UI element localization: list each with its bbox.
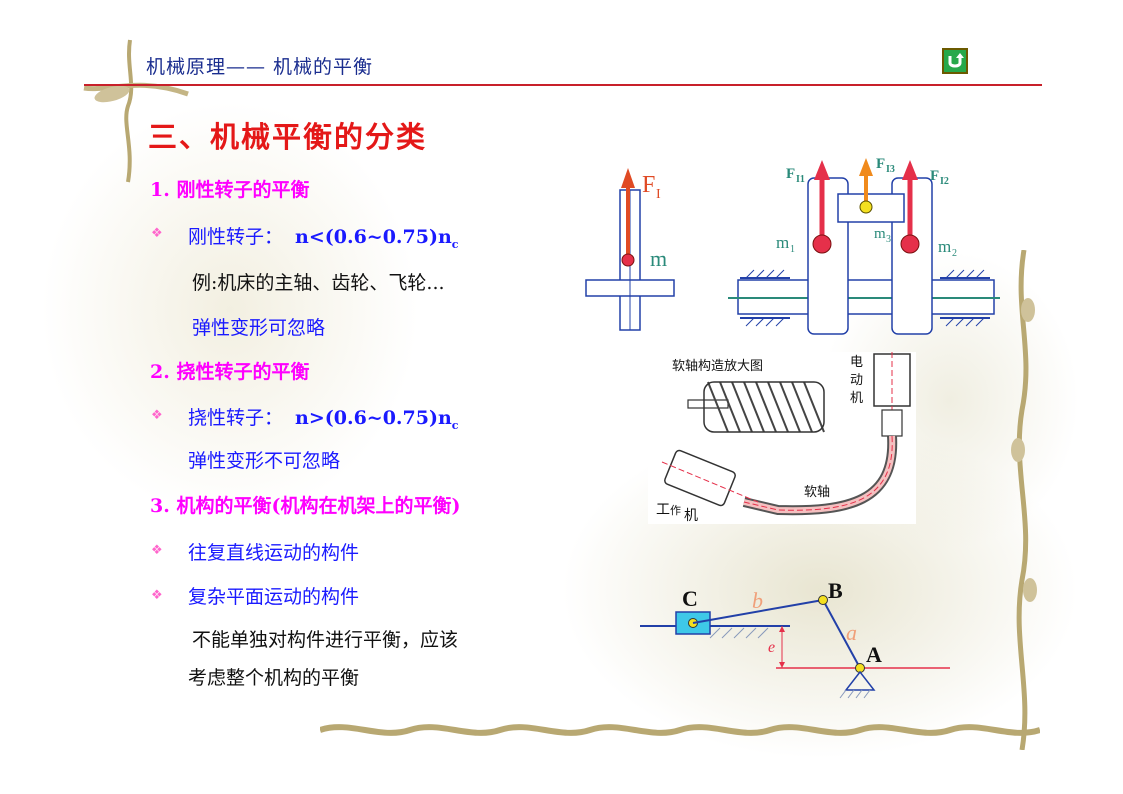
item-flexible-rotor-def: 挠性转子：n>(0.6~0.75)nc bbox=[188, 407, 459, 432]
bullet-icon: ❖ bbox=[151, 543, 163, 558]
vine-bottom-icon bbox=[320, 724, 1040, 736]
bullet-icon: ❖ bbox=[151, 408, 163, 423]
single-rotor-figure: F I m bbox=[585, 168, 675, 331]
f1-label: F bbox=[786, 166, 795, 182]
return-button[interactable] bbox=[942, 48, 968, 74]
m1-label: m bbox=[776, 233, 789, 252]
item-reciprocating: 往复直线运动的构件 bbox=[188, 542, 360, 564]
motor-label-2: 动 bbox=[850, 373, 863, 388]
m3-sub: 3 bbox=[886, 234, 891, 245]
item-flexible-rotor-heading: 2. 挠性转子的平衡 bbox=[150, 361, 310, 383]
f3-label: F bbox=[876, 156, 885, 172]
point-b-label: B bbox=[828, 578, 843, 603]
single-force-label: F bbox=[642, 172, 655, 198]
m2-label: m bbox=[938, 237, 951, 256]
bullet-icon: ❖ bbox=[151, 226, 163, 241]
work-label-3: 机 bbox=[684, 508, 698, 524]
m1-sub: 1 bbox=[790, 244, 795, 255]
f2-label: F bbox=[930, 168, 939, 184]
bg-floral-2 bbox=[40, 100, 420, 520]
motor-label-1: 电 bbox=[850, 355, 863, 370]
m3-label: m bbox=[874, 226, 886, 242]
item-rigid-deform: 弹性变形可忽略 bbox=[192, 317, 326, 339]
vine-left-icon bbox=[83, 39, 189, 183]
vine-right-icon bbox=[1011, 250, 1037, 750]
header-title: 机械原理—— 机械的平衡 bbox=[146, 56, 374, 78]
item-planar-motion: 复杂平面运动的构件 bbox=[188, 586, 360, 608]
single-force-sub: I bbox=[656, 187, 661, 202]
item-rigid-rotor-def: 刚性转子：n<(0.6~0.75)nc bbox=[188, 226, 459, 251]
zoom-label: 软轴构造放大图 bbox=[672, 359, 763, 374]
flexible-shaft-figure: 软轴构造放大图 电 动 机 软轴 工 作 机 bbox=[648, 352, 916, 524]
f3-sub: I3 bbox=[886, 164, 895, 175]
slider-crank-figure: C B A b a e bbox=[640, 578, 950, 699]
single-mass-label: m bbox=[650, 246, 667, 271]
point-a-label: A bbox=[866, 642, 882, 667]
item-note-line1: 不能单独对构件进行平衡，应该 bbox=[192, 629, 459, 651]
offset-e-label: e bbox=[768, 639, 775, 656]
item-rigid-rotor-heading: 1. 刚性转子的平衡 bbox=[150, 179, 310, 201]
return-arrow-icon bbox=[948, 53, 964, 68]
link-a-label: a bbox=[846, 620, 857, 645]
header-divider bbox=[84, 84, 1042, 86]
work-label-2: 作 bbox=[670, 504, 681, 517]
f2-sub: I2 bbox=[940, 176, 949, 187]
item-flexible-deform: 弹性变形不可忽略 bbox=[188, 450, 341, 472]
bullet-icon: ❖ bbox=[151, 588, 163, 603]
item-mechanism-heading: 3. 机构的平衡(机构在机架上的平衡) bbox=[150, 495, 461, 517]
shaft-label: 软轴 bbox=[804, 485, 830, 500]
point-c-label: C bbox=[682, 586, 698, 611]
motor-label-3: 机 bbox=[850, 391, 863, 406]
link-b-label: b bbox=[752, 588, 763, 613]
item-rigid-example: 例:机床的主轴、齿轮、飞轮... bbox=[192, 272, 445, 294]
double-rotor-figure: F I1 F I2 F I3 m 1 m 2 m 3 bbox=[728, 156, 1000, 335]
f1-sub: I1 bbox=[796, 174, 805, 185]
section-title: 三、机械平衡的分类 bbox=[148, 120, 428, 154]
work-label-1: 工 bbox=[656, 502, 670, 518]
item-note-line2: 考虑整个机构的平衡 bbox=[188, 667, 360, 689]
m2-sub: 2 bbox=[952, 248, 957, 259]
